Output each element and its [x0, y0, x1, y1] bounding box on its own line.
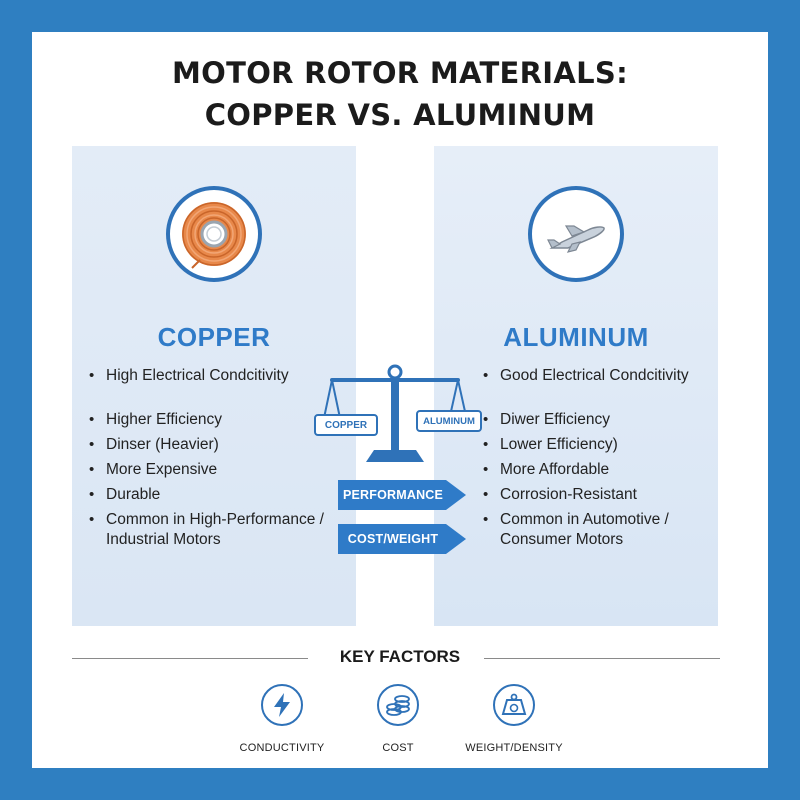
list-item: High Electrical Condcitivity: [86, 366, 348, 386]
list-item: Higher Efficiency: [86, 410, 348, 430]
divider-left: [72, 658, 308, 659]
performance-arrow: PERFORMANCE: [338, 480, 466, 510]
list-item: Common in High-Performance / Industrial …: [86, 510, 336, 550]
list-item: Lower Efficiency): [480, 435, 716, 455]
list-item: Durable: [86, 485, 348, 505]
page-title: MOTOR ROTOR MATERIALS: COPPER VS. ALUMIN…: [32, 52, 768, 136]
key-factors-title: KEY FACTORS: [339, 647, 461, 666]
list-item: Good Electrical Condcitivity: [480, 366, 716, 386]
lightning-bolt-icon: [261, 684, 303, 726]
weight-icon: [493, 684, 535, 726]
aluminum-top-bullets: Good Electrical Condcitivity: [480, 366, 716, 386]
factor-weight-density: WEIGHT/DENSITY: [454, 684, 574, 754]
copper-heading: COPPER: [157, 322, 271, 352]
factor-label: WEIGHT/DENSITY: [465, 742, 563, 754]
scale-copper-pan: COPPER: [314, 414, 378, 436]
list-item: Common in Automotive / Consumer Motors: [480, 510, 700, 550]
cost-weight-arrow: COST/WEIGHT: [338, 524, 466, 554]
coin-stack-icon: [377, 684, 419, 726]
aluminum-panel: ALUMINUM Good Electrical Condcitivity Di…: [434, 146, 718, 626]
scale-aluminum-pan: ALUMINUM: [416, 410, 482, 432]
copper-bullets: Higher Efficiency Dinser (Heavier) More …: [86, 410, 348, 550]
title-line-1: MOTOR ROTOR MATERIALS:: [172, 56, 628, 90]
list-item: Diwer Efficiency: [480, 410, 716, 430]
aluminum-heading: ALUMINUM: [503, 322, 649, 352]
factor-cost: COST: [338, 684, 458, 754]
list-item: More Affordable: [480, 460, 716, 480]
title-line-2: COPPER VS. ALUMINUM: [204, 98, 596, 132]
list-item: More Expensive: [86, 460, 348, 480]
list-item: Dinser (Heavier): [86, 435, 348, 455]
divider-right: [484, 658, 720, 659]
factor-label: CONDUCTIVITY: [239, 742, 325, 754]
copper-coil-icon: [166, 186, 262, 282]
list-item: Corrosion-Resistant: [480, 485, 716, 505]
factor-conductivity: CONDUCTIVITY: [222, 684, 342, 754]
copper-top-bullets: High Electrical Condcitivity: [86, 366, 348, 386]
balance-scale-icon: [310, 358, 480, 468]
copper-panel: COPPER High Electrical Condcitivity High…: [72, 146, 356, 626]
aluminum-bullets: Diwer Efficiency Lower Efficiency) More …: [480, 410, 716, 550]
factor-label: COST: [382, 742, 414, 754]
infographic-card: MOTOR ROTOR MATERIALS: COPPER VS. ALUMIN…: [32, 32, 768, 768]
airplane-icon: [528, 186, 624, 282]
